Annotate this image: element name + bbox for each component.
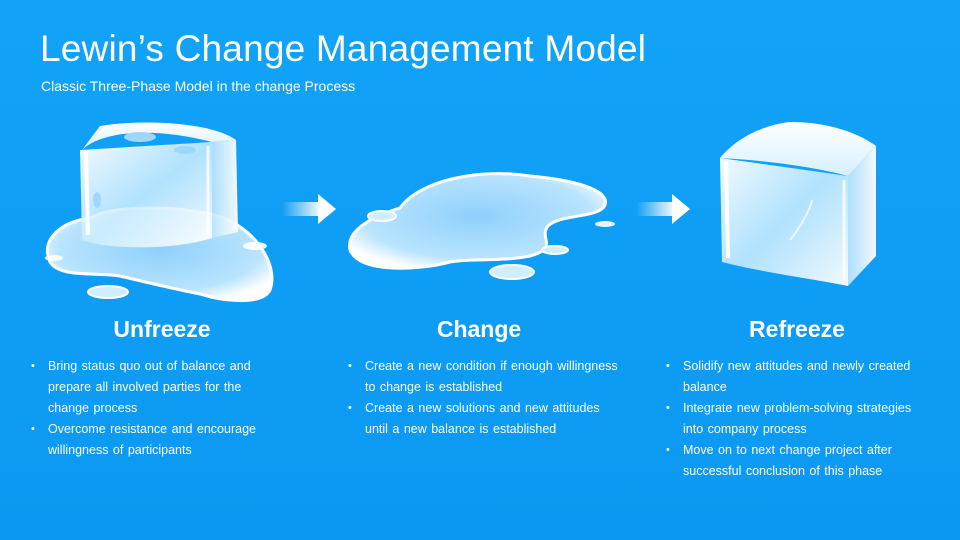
list-item: Solidify new attitudes and newly created… [664,356,934,398]
list-item: Integrate new problem-solving strategies… [664,398,934,440]
list-item: Move on to next change project after suc… [664,440,934,482]
phase-title-change: Change [436,316,522,342]
list-item: Bring status quo out of balance and prep… [29,356,274,419]
water-puddle-icon [348,172,615,280]
arrow-right-icon [636,194,690,224]
arrow-right-icon [282,194,336,224]
phase-bullets-refreeze: Solidify new attitudes and newly created… [664,356,934,482]
melting-ice-cube-icon [45,122,274,303]
phase-title-unfreeze: Unfreeze [113,316,211,342]
list-item: Create a new condition if enough willing… [346,356,626,398]
list-item: Create a new solutions and new attitudes… [346,398,626,440]
phase-title-refreeze: Refreeze [749,316,845,342]
page-title: Lewin’s Change Management Model [40,28,647,69]
phase-bullets-change: Create a new condition if enough willing… [346,356,626,440]
list-item: Overcome resistance and encourage willin… [29,419,274,461]
phase-bullets-unfreeze: Bring status quo out of balance and prep… [29,356,274,461]
page-subtitle: Classic Three-Phase Model in the change … [41,78,356,94]
ice-cube-icon [720,122,876,286]
